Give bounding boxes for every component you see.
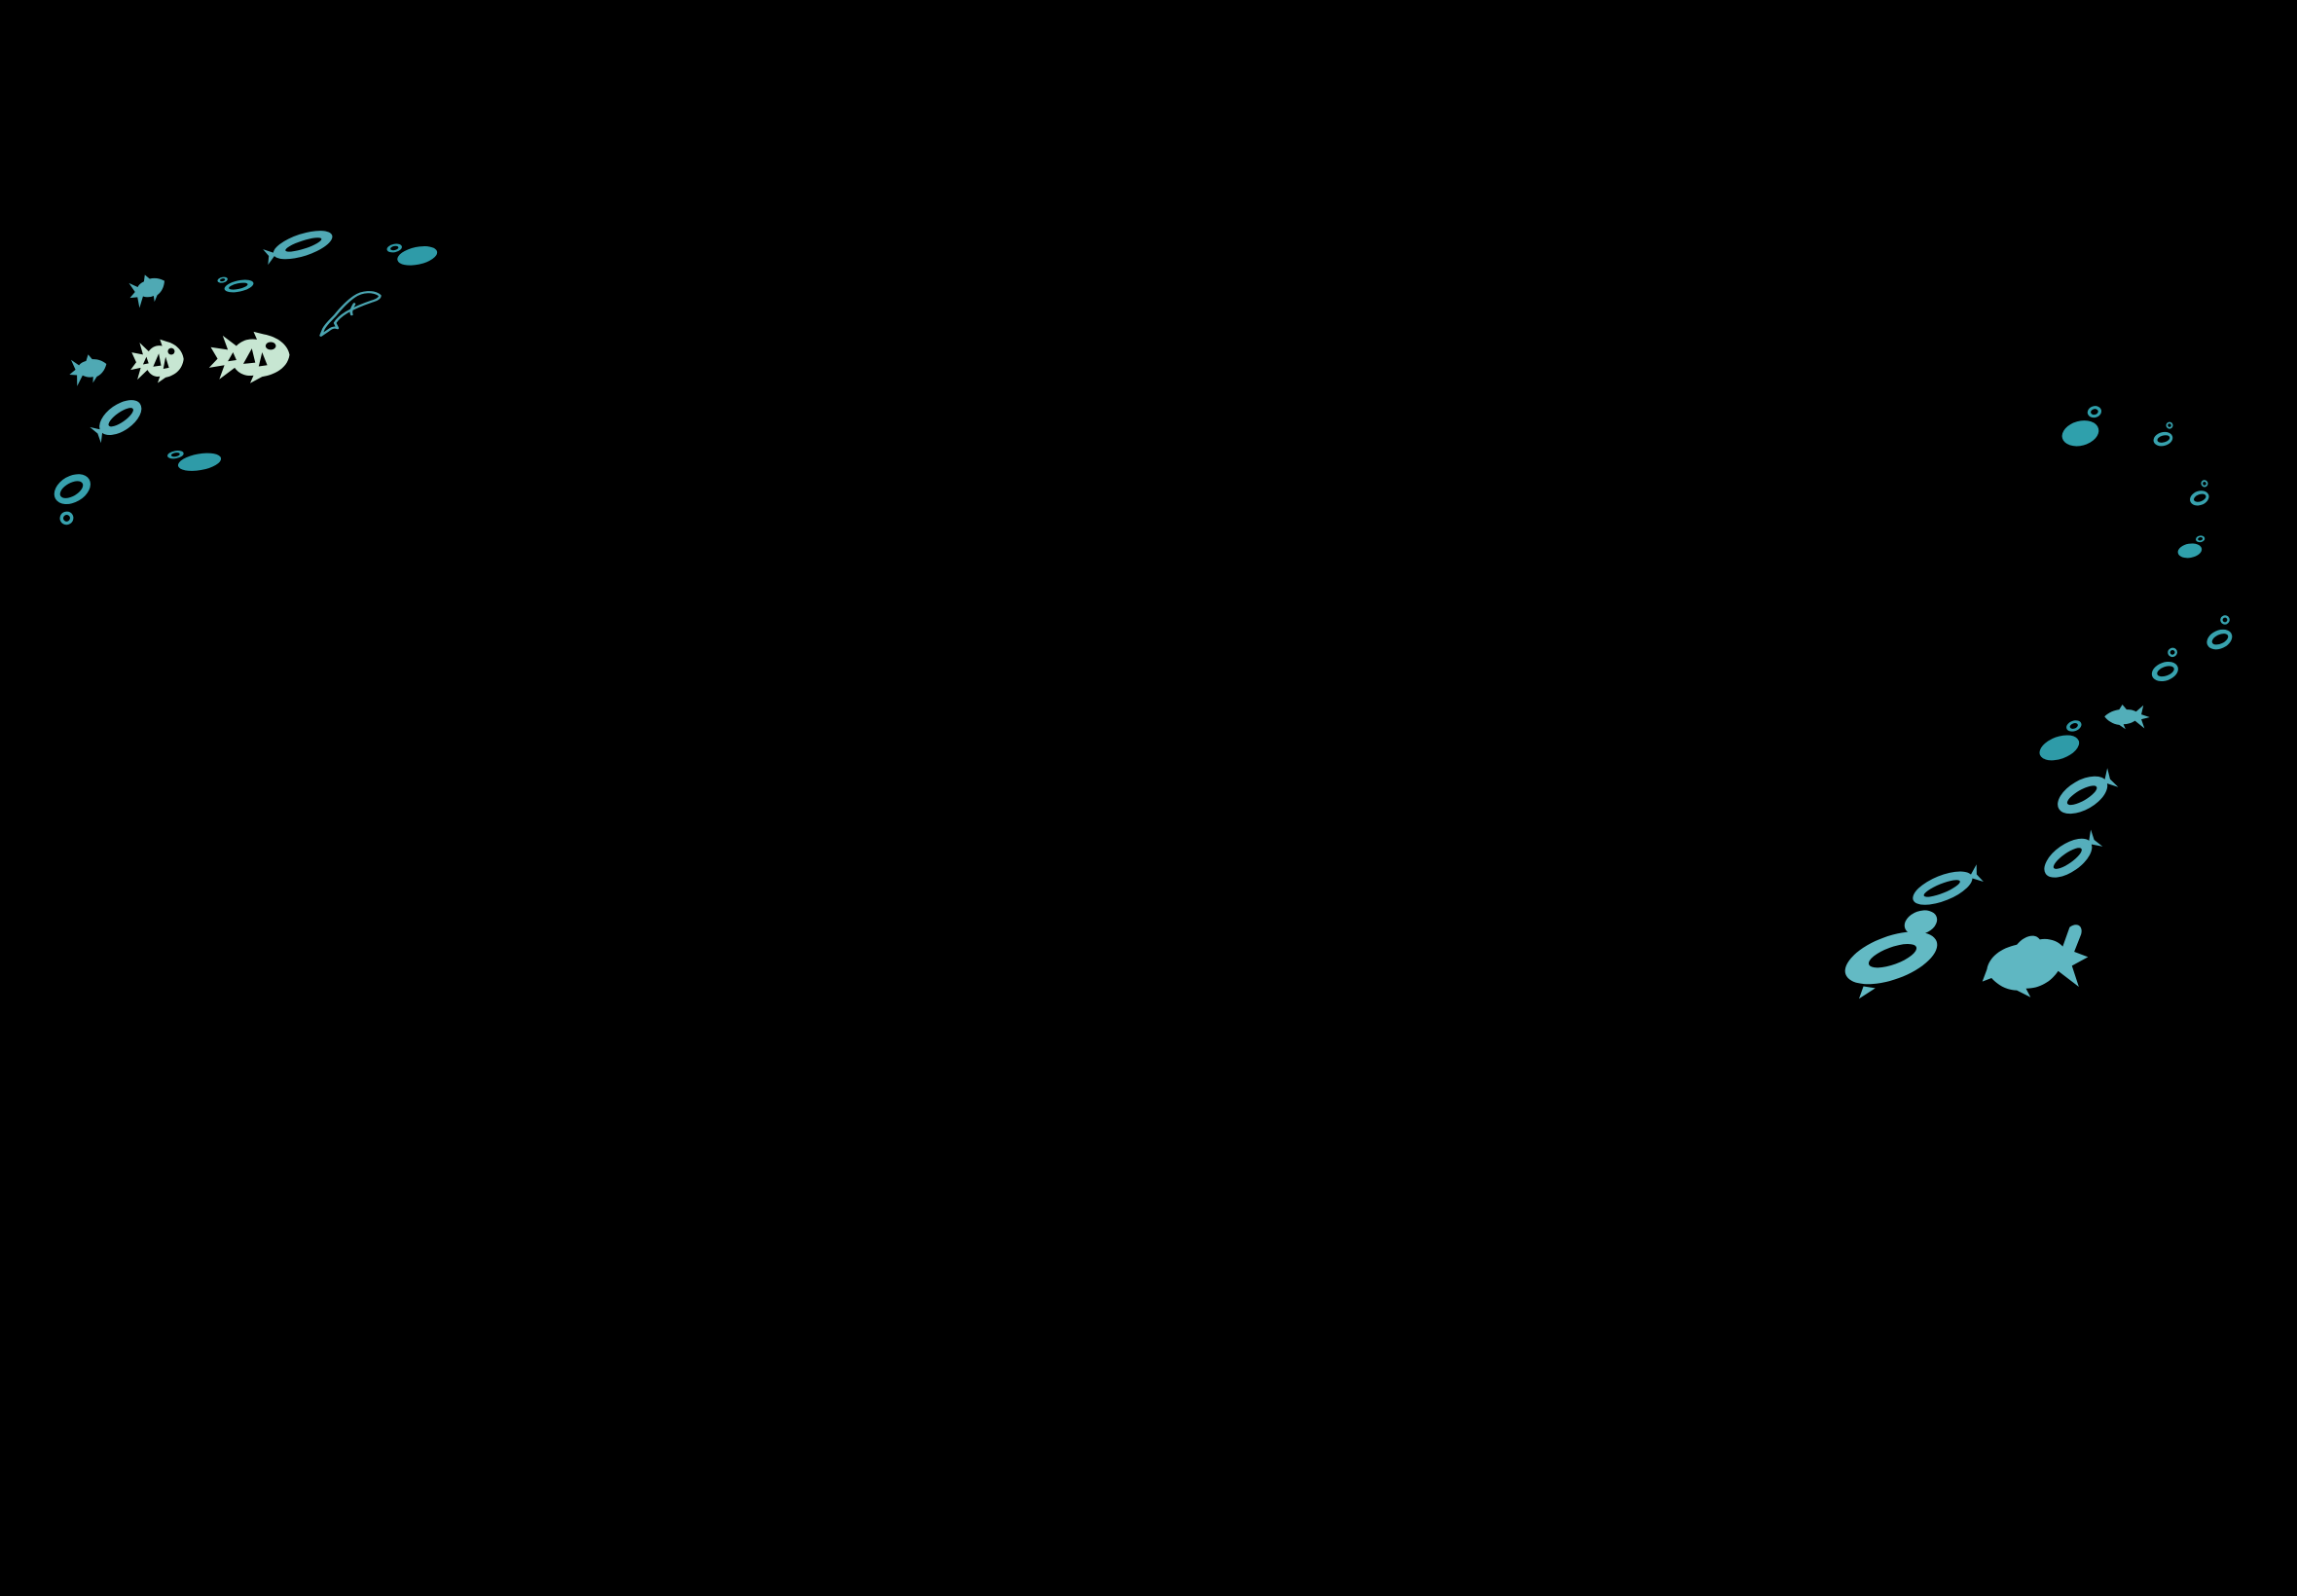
oval-fish-shape: [164, 442, 223, 478]
lens-fish-shape: [82, 383, 155, 454]
oval-fish-shape: [2056, 403, 2111, 454]
ring-fish-shape: [2183, 478, 2215, 512]
oval-fish-shape: [2175, 533, 2209, 562]
detailed-fish-shape: [129, 333, 186, 387]
bass-fish-shape: [60, 345, 114, 395]
dolphin-shape: [318, 286, 383, 339]
ring-fish-shape: [215, 270, 256, 298]
bass-fish-shape: [118, 262, 175, 318]
ring-fish-shape: [2143, 644, 2187, 689]
lens-fish-shape: [1905, 852, 1989, 922]
lens-fish-shape: [2031, 816, 2112, 894]
ring-fish-shape: [38, 462, 105, 530]
bass-fish-shape: [2101, 700, 2154, 735]
oval-fish-shape: [383, 235, 439, 273]
detailed-fish-shape: [207, 324, 293, 388]
grouper-fish-shape: [1978, 917, 2093, 1004]
oval-fish-shape: [2032, 716, 2094, 769]
ring-fish-shape: [2148, 419, 2178, 452]
lens-fish-shape: [2045, 754, 2126, 832]
lens-fish-shape: [259, 216, 338, 276]
thick-ring-fish-shape: [1830, 900, 1953, 1003]
ring-fish-shape: [2198, 612, 2242, 658]
